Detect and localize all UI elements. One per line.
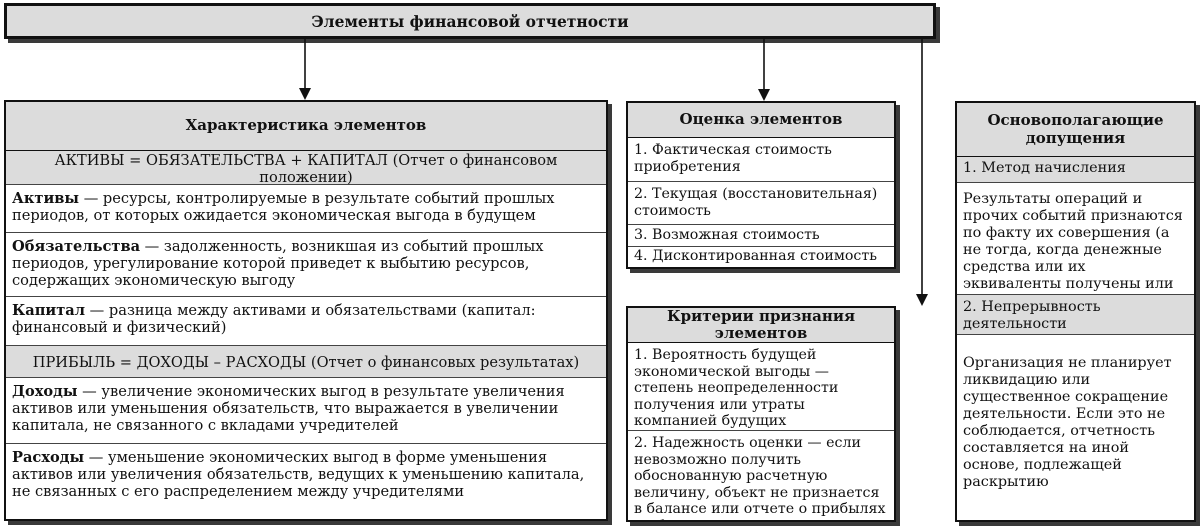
capital-definition: Капитал — разница между активами и обяза… <box>6 297 606 346</box>
characteristics-header: Характеристика элементов <box>6 102 606 151</box>
liabilities-definition: Обязательства — задолженность, возникшая… <box>6 233 606 297</box>
going-concern-text: Организация не планирует ликвидацию или … <box>963 355 1172 490</box>
liabilities-term: Обязательства <box>12 238 141 255</box>
income-term: Доходы <box>12 383 78 400</box>
diagram-title: Элементы финансовой отчетности <box>4 3 936 39</box>
valuation-header: Оценка элементов <box>628 103 894 138</box>
assumptions-panel: Основополагающие допущения 1. Метод начи… <box>955 101 1196 522</box>
recognition-header: Критерии признания элементов <box>628 307 894 343</box>
characteristics-panel: Характеристика элементов АКТИВЫ = ОБЯЗАТ… <box>4 100 608 521</box>
arrowhead-characteristics <box>299 88 311 100</box>
assumptions-header: Основополагающие допущения <box>957 103 1194 157</box>
accrual-title: 1. Метод начисления <box>957 157 1194 183</box>
going-concern-title: 2. Непрерывность деятельности <box>957 295 1194 335</box>
liabilities-text: — задолженность, возникшая из событий пр… <box>12 238 544 289</box>
expenses-term: Расходы <box>12 449 85 466</box>
position-equation: АКТИВЫ = ОБЯЗАТЕЛЬСТВА + КАПИТАЛ (Отчет … <box>6 151 606 185</box>
recognition-panel: Критерии признания элементов 1. Вероятно… <box>626 306 896 522</box>
accrual-text: Результаты операций и прочих событий при… <box>957 183 1194 295</box>
expenses-text: — уменьшение экономических выгод в форме… <box>12 449 585 500</box>
valuation-item: 1. Фактическая стоимость приобретения <box>628 138 894 182</box>
results-equation: ПРИБЫЛЬ = ДОХОДЫ – РАСХОДЫ (Отчет о фина… <box>6 346 606 378</box>
valuation-item: 2. Текущая (восстановительная) стоимость <box>628 182 894 225</box>
valuation-panel: Оценка элементов 1. Фактическая стоимост… <box>626 101 896 269</box>
diagram-title-text: Элементы финансовой отчетности <box>311 11 629 31</box>
capital-text: — разница между активами и обязательства… <box>12 302 536 336</box>
assets-text: — ресурсы, контролируемые в результате с… <box>12 190 555 224</box>
income-text: — увеличение экономических выгод в резул… <box>12 383 565 434</box>
capital-term: Капитал <box>12 302 86 319</box>
assets-definition: Активы — ресурсы, контролируемые в резул… <box>6 185 606 233</box>
expenses-definition: Расходы — уменьшение экономических выгод… <box>6 444 606 519</box>
income-definition: Доходы — увеличение экономических выгод … <box>6 378 606 444</box>
arrowhead-valuation <box>758 89 770 101</box>
valuation-item: 3. Возможная стоимость продажи <box>628 225 894 247</box>
valuation-item: 4. Дисконтированная стоимость <box>634 248 877 264</box>
assets-term: Активы <box>12 190 80 207</box>
recognition-item: 1. Вероятность будущей экономической выг… <box>628 343 894 431</box>
recognition-item: 2. Надежность оценки — если невозможно п… <box>634 435 886 520</box>
arrowhead-recognition <box>916 294 928 306</box>
